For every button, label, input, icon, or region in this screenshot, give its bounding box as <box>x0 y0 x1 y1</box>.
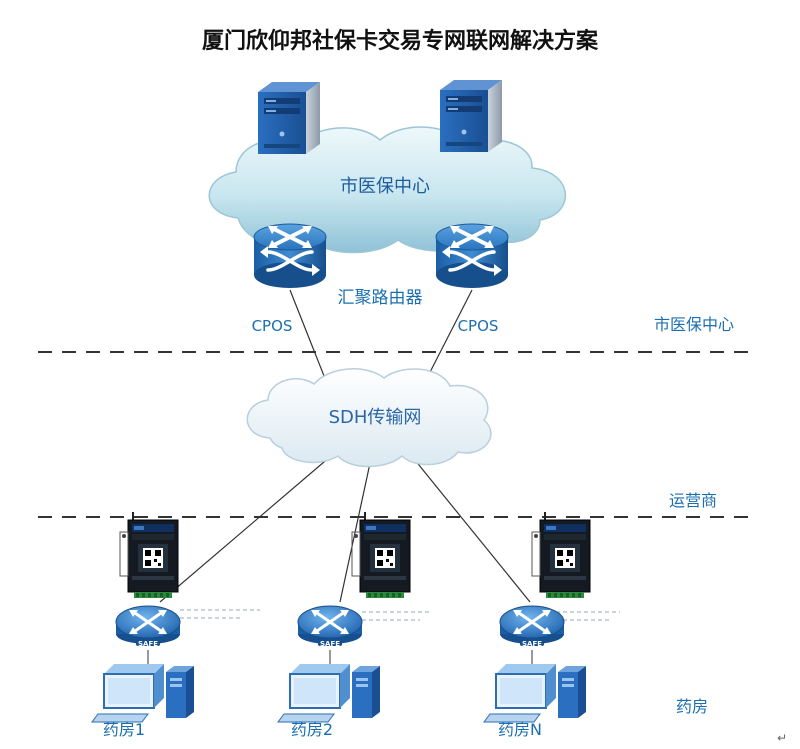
link-sdh-pharmacyN <box>409 453 531 603</box>
link-sdh-pharmacy2 <box>339 453 373 603</box>
pharmacy-label-n: 药房N <box>498 720 542 739</box>
pharmacy-label-2: 药房2 <box>291 720 333 739</box>
zone-label-pharmacy: 药房 <box>676 697 708 716</box>
safe-router-2-text: SAFE <box>320 640 340 648</box>
network-links <box>159 289 531 603</box>
industrial-router-icon <box>119 511 179 599</box>
medical-center-cloud-label: 市医保中心 <box>340 176 430 197</box>
device-links <box>180 609 620 621</box>
server-icon <box>440 80 502 152</box>
server-icon <box>258 82 320 154</box>
sdh-network-label: SDH传输网 <box>329 407 422 428</box>
safe-router-3-text: SAFE <box>522 640 542 648</box>
safe-router-1-text: SAFE <box>138 640 158 648</box>
link-sdh-pharmacy1 <box>159 449 339 603</box>
safe-router-1: SAFE <box>114 604 182 648</box>
zone-label-center: 市医保中心 <box>654 315 734 334</box>
router-icon <box>252 222 328 290</box>
pc-icon <box>277 663 381 723</box>
aggregation-router-label: 汇聚路由器 <box>338 288 423 308</box>
link-right-router-sdh <box>425 289 473 381</box>
safe-router-2: SAFE <box>296 604 364 648</box>
router-icon <box>434 222 510 290</box>
zone-label-carrier: 运营商 <box>669 491 717 510</box>
pc-icon <box>483 663 587 723</box>
safe-router-3: SAFE <box>498 604 566 648</box>
industrial-router-icon <box>531 511 591 599</box>
cpos-label-left: CPOS <box>252 317 293 335</box>
industrial-router-icon <box>351 511 411 599</box>
cpos-label-right: CPOS <box>458 317 499 335</box>
pharmacy-label-1: 药房1 <box>103 720 145 739</box>
diagram-title: 厦门欣仰邦社保卡交易专网联网解决方案 <box>202 28 599 54</box>
pc-icon <box>91 663 195 723</box>
paragraph-mark: ↵ <box>777 731 787 745</box>
link-left-router-sdh <box>289 289 329 387</box>
sdh-cloud <box>246 368 492 468</box>
